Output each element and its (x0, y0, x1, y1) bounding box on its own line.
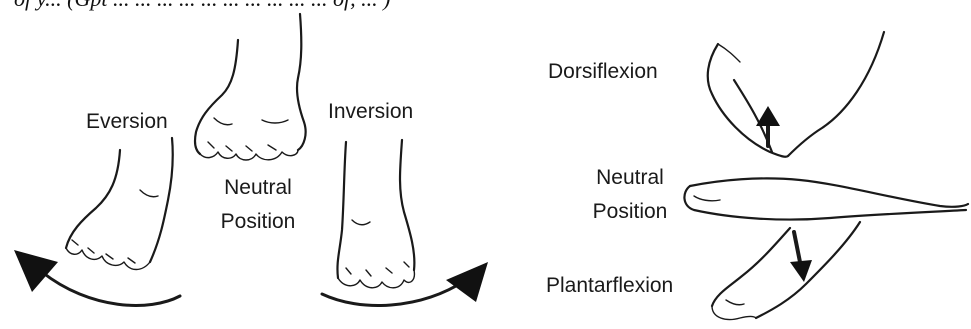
label-neutral-left-line2: Position (208, 210, 308, 234)
label-neutral-right-line1: Neutral (580, 166, 680, 190)
plantarflexion-arrow (790, 232, 812, 282)
label-neutral-right-line2: Position (580, 200, 680, 224)
neutral-foot-side-view (684, 178, 968, 219)
plantarflexed-foot (712, 222, 860, 320)
label-neutral-left-line1: Neutral (208, 176, 308, 200)
eversion-arrow (14, 250, 180, 305)
label-plantarflexion: Plantarflexion (546, 274, 673, 298)
dorsiflexed-foot (708, 32, 884, 157)
dorsiflexion-arrow (756, 106, 780, 146)
neutral-foot-front-view (195, 14, 306, 160)
everted-foot (66, 138, 173, 270)
label-inversion: Inversion (328, 100, 413, 124)
label-dorsiflexion: Dorsiflexion (548, 60, 658, 84)
label-eversion: Eversion (86, 110, 168, 134)
inverted-foot (337, 140, 414, 288)
